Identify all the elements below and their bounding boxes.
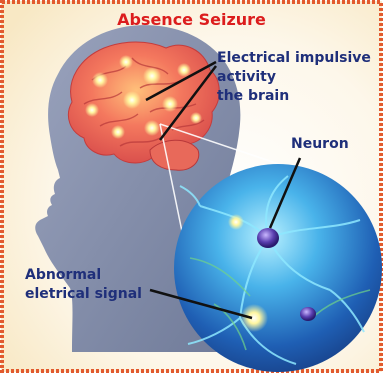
diagram-title: Absence Seizure (0, 10, 383, 29)
abnormal-signal-flash (240, 304, 268, 332)
label-neuron: Neuron (291, 136, 349, 152)
label-abnormal-line2: eletrical signal (25, 285, 142, 304)
label-electrical-line2: activity (217, 68, 371, 87)
label-abnormal-signal: Abnormal eletrical signal (25, 266, 142, 304)
signal-flash-small (228, 214, 244, 230)
label-electrical-line1: Electrical impulsive (217, 49, 371, 68)
label-electrical-line3: the brain (217, 87, 371, 106)
second-neuron-cell (300, 307, 316, 321)
magnified-neuron-view (174, 164, 382, 372)
neuron-cell-body (257, 228, 279, 248)
label-abnormal-line1: Abnormal (25, 266, 142, 285)
label-electrical-activity: Electrical impulsive activity the brain (217, 49, 371, 106)
